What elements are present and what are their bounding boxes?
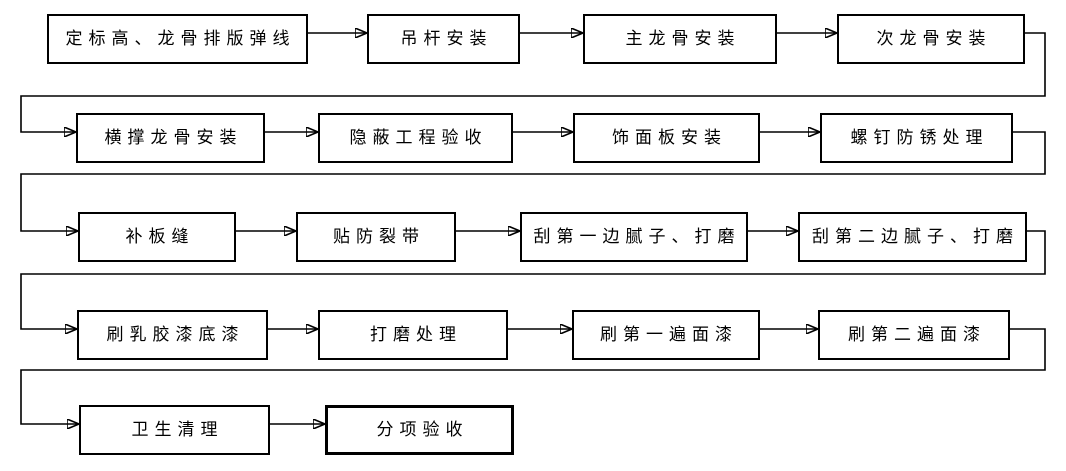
- flow-wrap-connector: [20, 328, 1046, 424]
- process-step-label: 隐蔽工程验收: [349, 127, 488, 148]
- process-step-label: 刷第二遍面漆: [848, 324, 986, 345]
- process-step-box: 分项验收: [325, 405, 514, 455]
- process-step-label: 饰面板安装: [612, 127, 727, 148]
- process-step-box: 补板缝: [78, 212, 236, 262]
- process-step-label: 螺钉防锈处理: [850, 127, 989, 148]
- process-step-box: 饰面板安装: [573, 113, 760, 163]
- process-step-label: 分项验收: [376, 419, 469, 440]
- process-step-box: 定标高、龙骨排版弹线: [47, 14, 308, 64]
- flow-wrap-connector: [20, 230, 1046, 329]
- process-step-label: 打磨处理: [370, 324, 462, 345]
- process-step-box: 次龙骨安装: [837, 14, 1025, 64]
- process-step-box: 横撑龙骨安装: [76, 113, 265, 163]
- flow-wrap-connector: [20, 32, 1046, 132]
- process-step-box: 刮第二边腻子、打磨: [798, 212, 1027, 262]
- process-step-label: 贴防裂带: [333, 226, 425, 247]
- process-step-label: 刷乳胶漆底漆: [106, 324, 245, 345]
- process-step-box: 主龙骨安装: [583, 14, 777, 64]
- process-step-box: 打磨处理: [318, 310, 508, 360]
- process-step-box: 卫生清理: [79, 405, 270, 455]
- process-step-box: 隐蔽工程验收: [318, 113, 513, 163]
- process-step-box: 刮第一边腻子、打磨: [520, 212, 748, 262]
- process-step-box: 刷第二遍面漆: [818, 310, 1010, 360]
- process-step-label: 横撑龙骨安装: [104, 127, 243, 148]
- process-step-label: 补板缝: [125, 226, 195, 247]
- process-step-label: 次龙骨安装: [876, 28, 992, 49]
- process-step-label: 定标高、龙骨排版弹线: [65, 28, 296, 49]
- process-step-label: 吊杆安装: [400, 28, 493, 49]
- flow-wrap-connector: [20, 131, 1046, 231]
- process-step-label: 刮第二边腻子、打磨: [812, 226, 1019, 247]
- process-step-label: 刮第一边腻子、打磨: [533, 226, 741, 247]
- process-step-box: 螺钉防锈处理: [820, 113, 1013, 163]
- process-step-label: 卫生清理: [131, 419, 224, 440]
- process-step-box: 贴防裂带: [296, 212, 456, 262]
- process-step-label: 刷第一遍面漆: [600, 324, 738, 345]
- process-step-box: 刷第一遍面漆: [572, 310, 760, 360]
- process-step-box: 吊杆安装: [367, 14, 520, 64]
- process-step-label: 主龙骨安装: [625, 28, 741, 49]
- process-step-box: 刷乳胶漆底漆: [77, 310, 268, 360]
